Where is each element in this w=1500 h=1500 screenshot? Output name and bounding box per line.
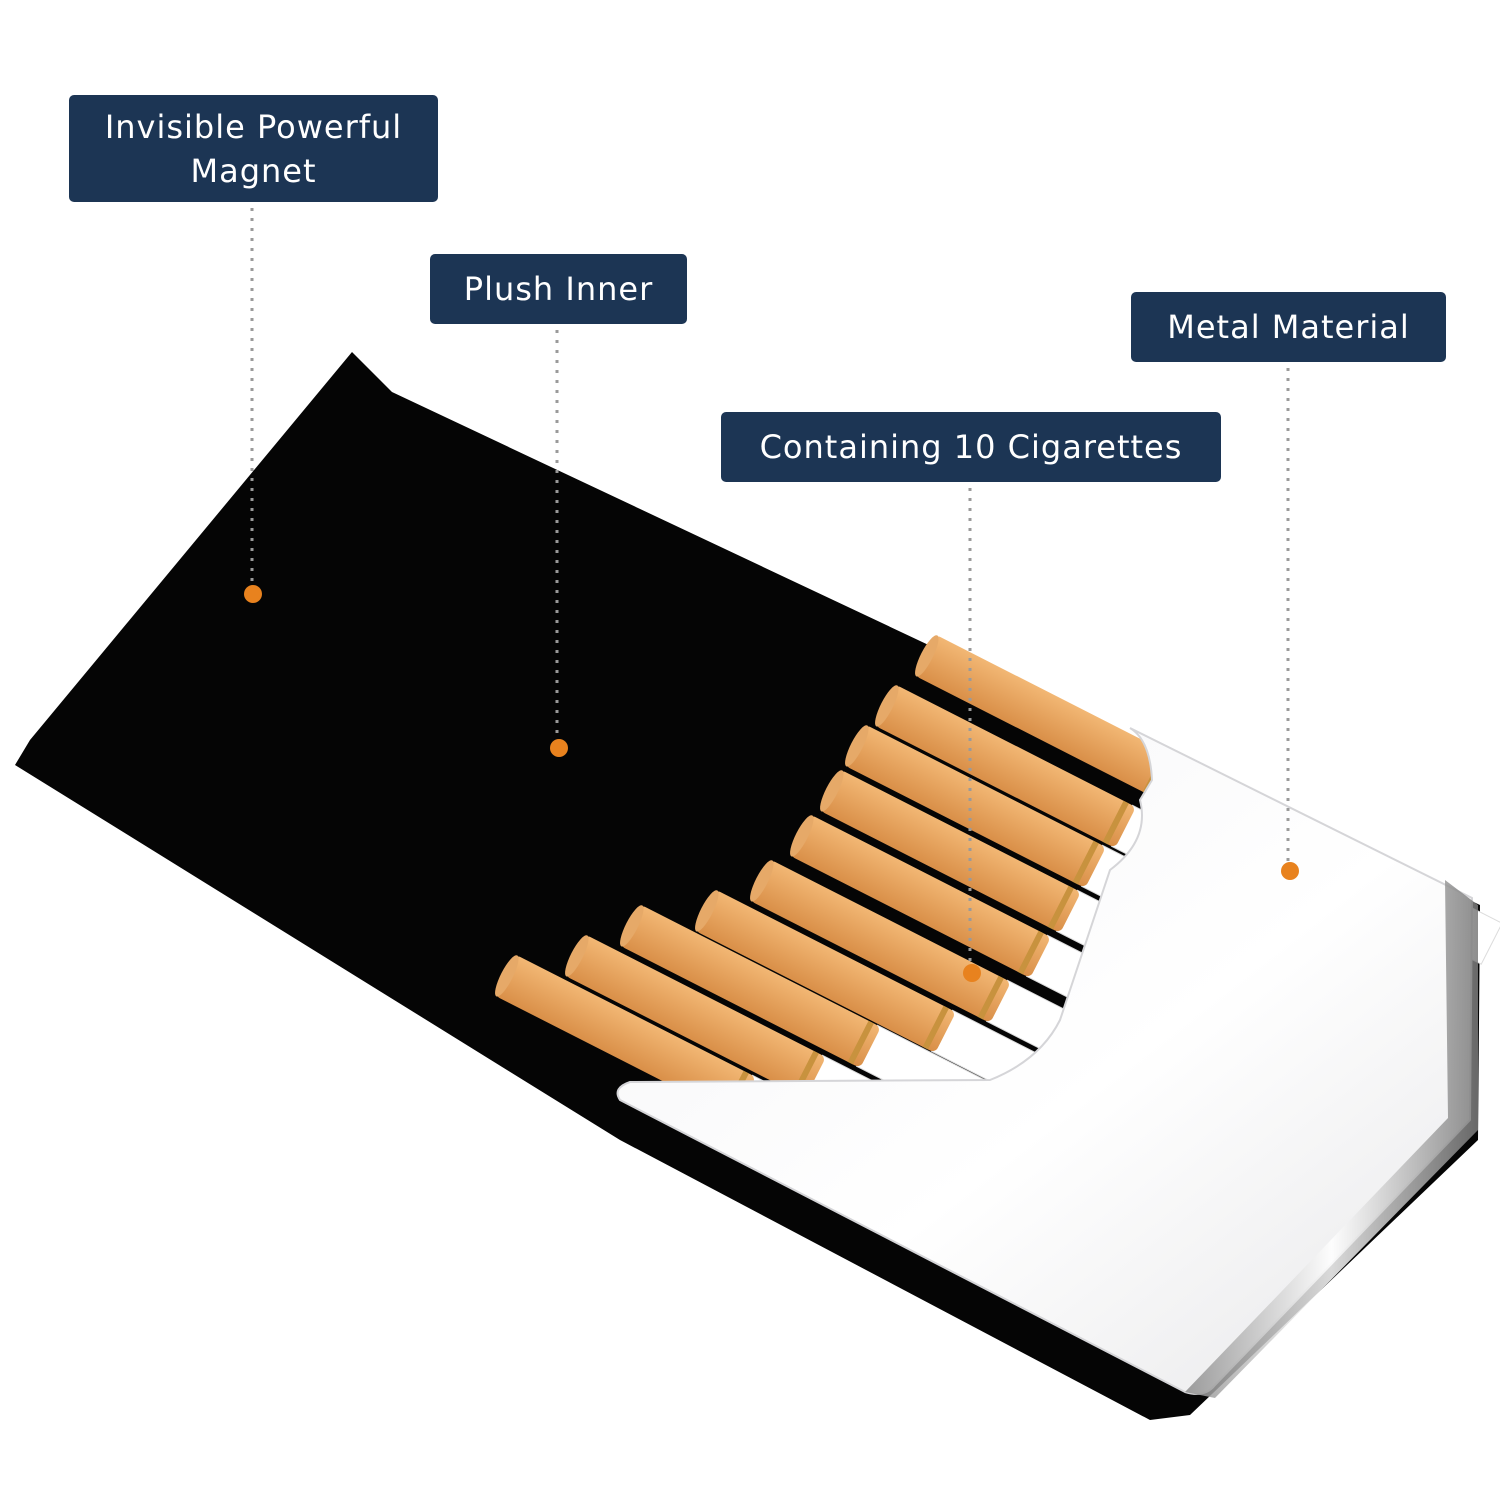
- cigarette-filter: [566, 936, 824, 1097]
- callout-metal-material: Metal Material: [1131, 292, 1446, 362]
- cigarette-filter: [696, 891, 954, 1052]
- cigarette-filter: [496, 956, 754, 1117]
- callout-metal-material-text: Metal Material: [1167, 308, 1410, 346]
- cigarette-filter-end: [750, 860, 774, 902]
- cigarette-filter-end: [915, 635, 939, 677]
- cigarette-filter: [846, 726, 1104, 887]
- marker-dots: [244, 585, 1299, 982]
- cigarette-filter-end: [845, 725, 869, 767]
- callout-plush-inner: Plush Inner: [430, 254, 687, 324]
- cigarette-gold-band: [977, 975, 1004, 1020]
- cigarette-gold-band: [922, 1005, 949, 1050]
- callout-invisible-magnet: Invisible Powerful Magnet: [69, 95, 438, 202]
- cigarette-filter-end: [820, 770, 844, 812]
- cigarette-gold-band: [1017, 930, 1044, 975]
- cigarette-filter: [821, 771, 1079, 932]
- cigarette-filter: [916, 636, 1174, 797]
- callout-invisible-magnet-text: Invisible Powerful Magnet: [104, 107, 403, 190]
- cigarette-gold-band: [847, 1020, 874, 1065]
- marker-dot-capacity: [963, 964, 981, 982]
- cigarette-filter: [876, 686, 1134, 847]
- cigarette-filter-end: [695, 890, 719, 932]
- cigarette-filter: [621, 906, 879, 1067]
- cigarette-gold-band: [1047, 885, 1074, 930]
- cigarette-filter-end: [875, 685, 899, 727]
- cigarette-filter-end: [790, 815, 814, 857]
- marker-dot-metal: [1281, 862, 1299, 880]
- callout-capacity: Containing 10 Cigarettes: [721, 412, 1221, 482]
- leader-lines: [250, 208, 1290, 965]
- callout-plush-inner-text: Plush Inner: [463, 270, 654, 308]
- cigarette-filter-end: [620, 905, 644, 947]
- cigarette-filter-end: [495, 955, 519, 997]
- cigarette-filter: [751, 861, 1009, 1022]
- cigarette-gold-band: [1102, 800, 1129, 845]
- cigarette-gold-band: [1072, 840, 1099, 885]
- marker-dot-magnet: [244, 585, 262, 603]
- metal-tray-edge: [1185, 880, 1478, 1398]
- cigarette-filter: [791, 816, 1049, 977]
- cigarette-filter-end: [565, 935, 589, 977]
- callout-capacity-text: Containing 10 Cigarettes: [759, 428, 1183, 466]
- marker-dot-plush: [550, 739, 568, 757]
